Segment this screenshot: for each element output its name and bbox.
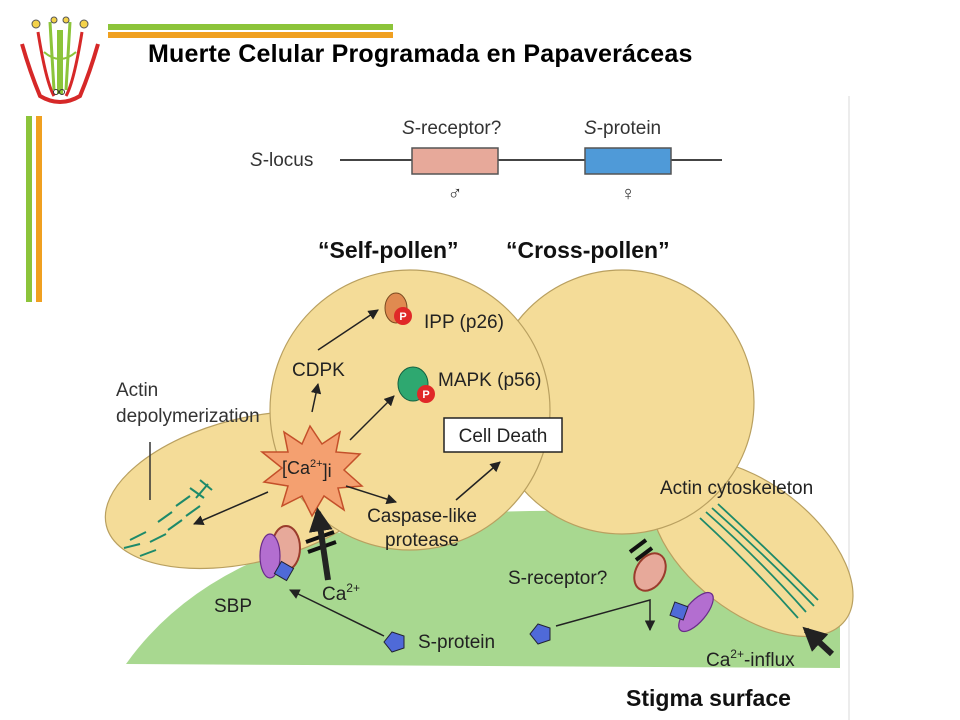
signaling-arrows (193, 309, 656, 637)
bound-s-protein (273, 560, 295, 582)
receptor-gene-label: S-receptor? (402, 118, 501, 139)
protein-gene-label: S-protein (584, 118, 661, 139)
bound-s-protein-cross (669, 601, 689, 621)
s-protein-free-1 (383, 631, 405, 653)
receptor-gene-box (411, 147, 499, 175)
s-receptor-cross-label: S-receptor? (508, 568, 607, 589)
s-protein-free-2 (529, 623, 551, 645)
actin-cyto-label: Actin cytoskeleton (660, 478, 813, 499)
side-orange-bar (36, 116, 42, 302)
sbp-label: SBP (214, 596, 252, 617)
flower-logo-icon (20, 16, 100, 104)
side-green-bar (26, 116, 32, 302)
header-green-bar (108, 24, 393, 30)
fragmented-actin (123, 479, 213, 557)
calcium-influx-arrow-self (308, 507, 333, 581)
mapk-phospho (417, 385, 435, 403)
svg-text:P: P (399, 311, 406, 323)
actin-cytoskeleton (699, 503, 819, 619)
stigma-surface (126, 510, 840, 668)
sbp-protein-cross (678, 591, 714, 633)
calcium-i-label: [Ca2+]i (282, 458, 332, 481)
female-symbol: ♀ (621, 183, 636, 205)
protein-gene-box (584, 147, 672, 175)
caspase-label-2: protease (385, 530, 459, 551)
ipp-phospho (394, 307, 412, 325)
cdpk-label: CDPK (292, 360, 345, 381)
actin-depol-label-1: Actin (116, 380, 158, 401)
self-pollen-label: “Self-pollen” (318, 237, 459, 263)
page-title: Muerte Celular Programada en Papaverácea… (148, 40, 693, 68)
cell-death-box (443, 417, 563, 453)
calcium-influx-arrow-cross (802, 626, 835, 657)
s-locus-label: S-locus (250, 150, 313, 171)
s-locus-map: S-locus S-receptor? S-protein ♂ ♀ (250, 118, 722, 205)
cross-pollen-label: “Cross-pollen” (506, 237, 670, 263)
calcium-influx-label: Ca2+-influx (706, 647, 795, 671)
calcium-self-label: Ca2+ (322, 581, 360, 605)
image-right-edge (848, 96, 850, 720)
svg-text:P: P (422, 389, 429, 401)
actin-depol-label-2: depolymerization (116, 406, 260, 427)
mapk-label: MAPK (p56) (438, 370, 541, 391)
calcium-channel-cross (628, 538, 654, 562)
sbp-protein (259, 533, 281, 579)
stigma-label: Stigma surface (626, 685, 791, 711)
header-orange-bar (108, 32, 393, 38)
s-protein-label: S-protein (418, 632, 495, 653)
male-symbol: ♂ (448, 183, 463, 205)
s-receptor-cross (633, 552, 667, 592)
cell-death-label: Cell Death (459, 426, 548, 447)
ipp-label: IPP (p26) (424, 312, 504, 333)
caspase-label-1: Caspase-like (367, 506, 477, 527)
